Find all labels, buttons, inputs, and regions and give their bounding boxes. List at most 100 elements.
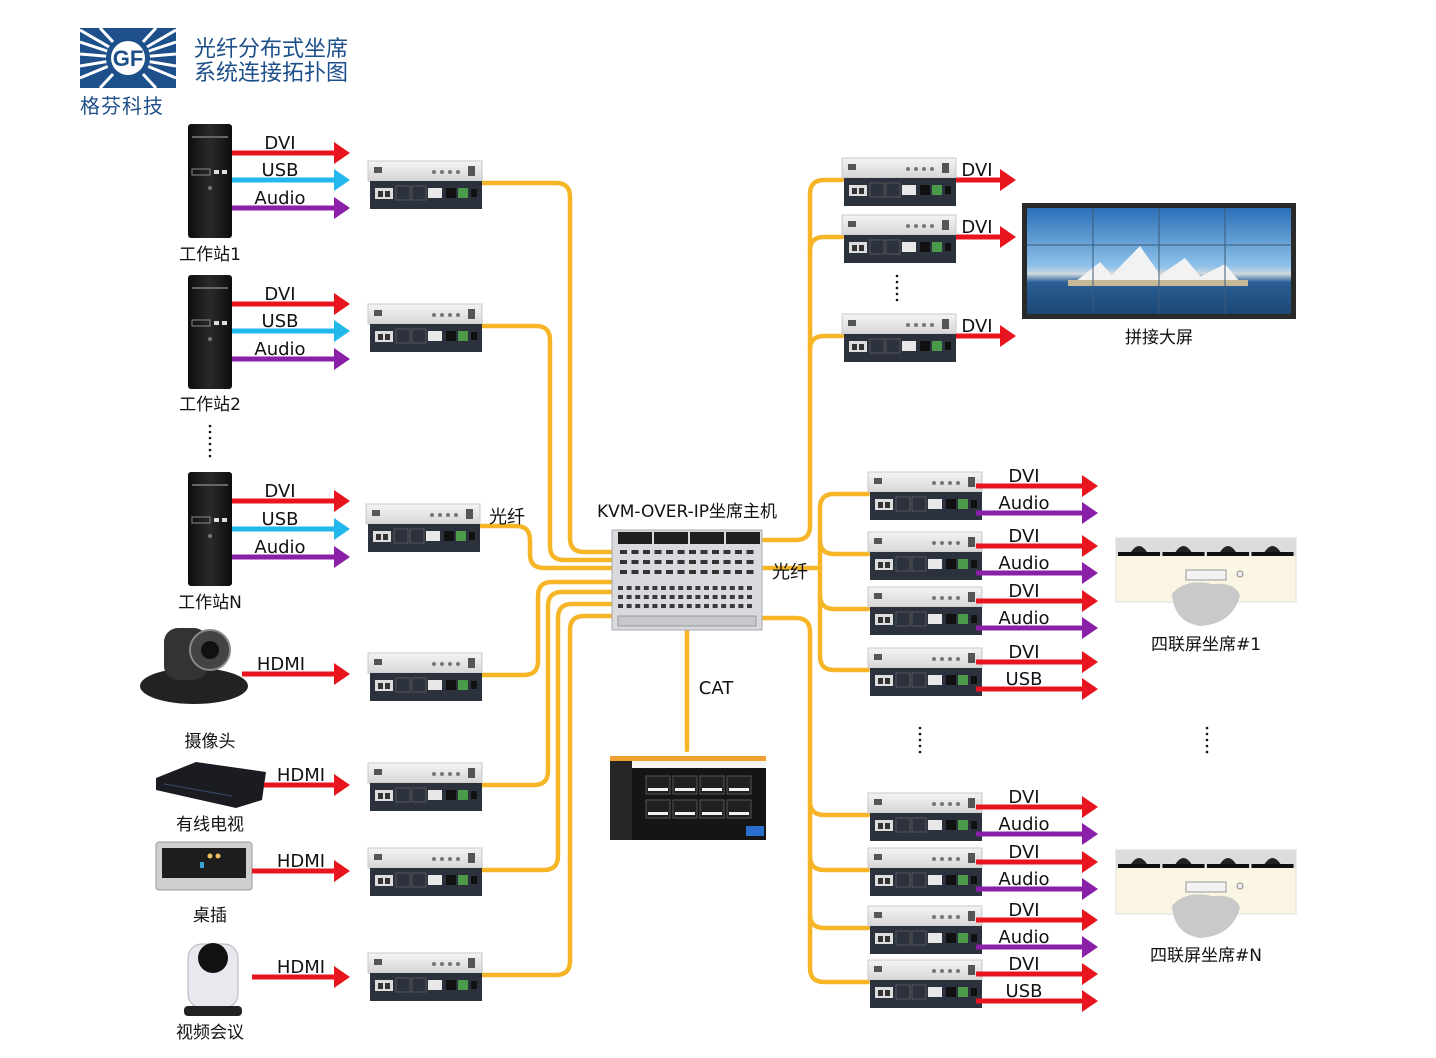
monitor-stand-icon	[1131, 546, 1147, 552]
socket-led-icon	[215, 853, 221, 859]
brand-mark-icon	[874, 478, 882, 484]
dot	[1205, 750, 1209, 754]
seat-monitor-icon	[726, 799, 752, 819]
rj45-port-icon	[712, 586, 718, 590]
rj45-port-icon	[635, 595, 641, 599]
rj45-port-icon	[378, 878, 383, 884]
port-icon	[620, 560, 627, 564]
rj45-port-icon	[859, 188, 864, 194]
settop-edge	[163, 783, 233, 797]
arrow-dvi	[976, 651, 1098, 673]
rj45-port-icon	[635, 586, 641, 590]
port-icon	[689, 560, 696, 564]
arrow-head-icon	[1082, 936, 1098, 958]
arrow-shaft	[976, 886, 1084, 892]
quad-screen-seat-2	[1115, 849, 1297, 938]
sfp-port-icon	[869, 182, 885, 198]
led-icon	[932, 802, 936, 806]
rj45-port-icon	[385, 334, 390, 340]
port-icon	[689, 550, 696, 554]
signal-label-hdmi: HDMI	[257, 654, 305, 675]
hdmi-port-icon	[928, 675, 942, 685]
rj45-port-icon	[875, 875, 893, 886]
led-icon	[448, 962, 452, 966]
audio-port-icon	[946, 820, 956, 830]
fiber-videowall-branch	[807, 333, 845, 353]
rj45-port-icon	[695, 586, 701, 590]
desk-socket	[155, 841, 253, 891]
transmitter-2	[367, 303, 483, 352]
power-port-icon	[471, 876, 477, 884]
vent-icon	[468, 166, 475, 176]
led-icon	[440, 962, 444, 966]
arrow-hdmi	[252, 966, 350, 988]
usb-port-icon	[214, 321, 219, 325]
hdmi-port-icon	[428, 875, 442, 885]
rj45-port-icon	[643, 586, 649, 590]
usb-panel-icon	[191, 319, 211, 327]
rj45-port-icon	[712, 595, 718, 599]
arrow-head-icon	[1082, 617, 1098, 639]
rj45-port-icon	[704, 586, 709, 590]
seat-backdrop	[1116, 850, 1296, 868]
port-icon	[643, 560, 650, 564]
arrow-head-icon	[1082, 475, 1098, 497]
brand-mark-icon	[874, 654, 882, 660]
fan-module-icon	[726, 532, 760, 544]
led-icon	[448, 857, 452, 861]
arrow-dvi	[976, 851, 1098, 873]
sfp-port-icon	[911, 984, 927, 1000]
led-icon	[922, 224, 926, 228]
dot	[895, 280, 899, 284]
led-icon	[456, 313, 460, 317]
management-console-screen	[610, 756, 766, 840]
console-toolbar	[632, 761, 766, 768]
led-icon	[914, 323, 918, 327]
arrow-head-icon	[1082, 651, 1098, 673]
audio-port-icon	[946, 987, 956, 997]
monitor-icon	[1162, 552, 1205, 556]
signal-label-usb: USB	[262, 311, 299, 332]
sfp-port-icon	[885, 239, 901, 255]
arrow-head-icon	[1082, 796, 1098, 818]
seat-desk-icon	[729, 788, 749, 791]
led-icon	[432, 313, 436, 317]
sfp-port-icon	[895, 930, 911, 946]
workstation-ellipsis	[208, 424, 212, 458]
devices	[140, 124, 1297, 1016]
power-button-icon	[208, 337, 212, 341]
led-icon	[940, 915, 944, 919]
audio-port-icon	[946, 499, 956, 509]
led-icon	[956, 596, 960, 600]
arrow-audio	[232, 197, 350, 219]
brand-mark-icon	[874, 854, 882, 860]
terminal-port-icon	[458, 188, 468, 198]
arrow-dvi	[976, 590, 1098, 612]
led-icon	[440, 170, 444, 174]
rj45-port-icon	[721, 604, 727, 608]
operator-chair-icon	[1172, 582, 1240, 626]
seat-backdrop	[1116, 538, 1296, 556]
rj45-port-icon	[378, 334, 383, 340]
fiber-source-1	[479, 180, 615, 555]
terminal-port-icon	[958, 614, 968, 624]
rj45-port-icon	[878, 878, 883, 884]
rj45-port-icon	[383, 534, 388, 540]
sfp-port-icon	[411, 185, 427, 201]
arrow-head-icon	[1082, 823, 1098, 845]
mouse-icon	[1236, 882, 1244, 890]
hdmi-port-icon	[428, 790, 442, 800]
signal-label-dvi: DVI	[1008, 787, 1039, 808]
arrow-dvi	[232, 490, 350, 512]
rj45-port-icon	[885, 823, 890, 829]
port-icon	[735, 560, 742, 564]
hdmi-port-icon	[428, 331, 442, 341]
rj45-port-icon	[643, 604, 649, 608]
vent-icon	[468, 309, 475, 319]
seat-monitor-icon	[645, 775, 671, 795]
terminal-port-icon	[458, 680, 468, 690]
sfp-port-icon	[411, 677, 427, 693]
arrow-shaft	[976, 971, 1084, 977]
rj45-port-icon	[849, 185, 867, 196]
